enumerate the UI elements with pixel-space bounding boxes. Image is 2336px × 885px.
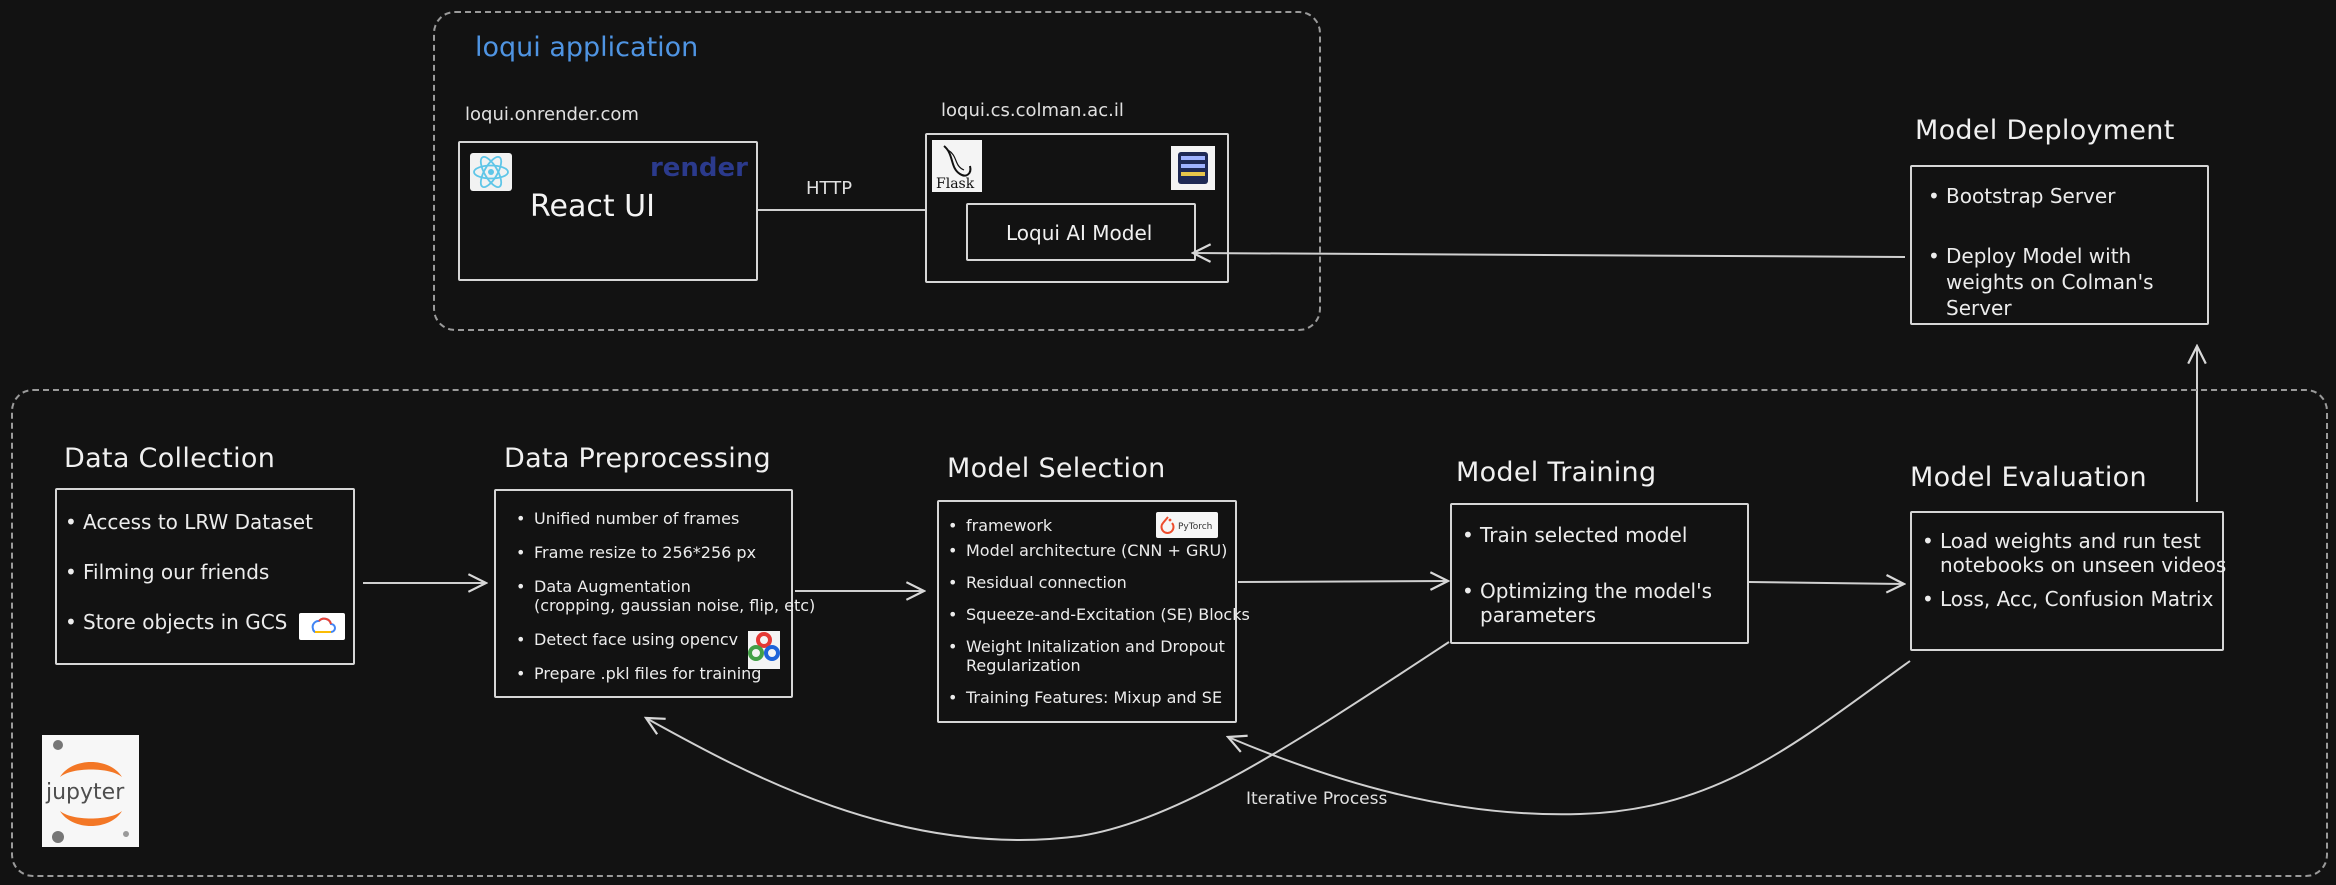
frontend-host: loqui.onrender.com — [465, 104, 639, 125]
data-collection-item: Filming our friends — [65, 560, 313, 584]
preprocessing-item: Unified number of frames — [516, 509, 815, 528]
data-collection-item: Store objects in GCS — [65, 610, 313, 634]
pytorch-icon: PyTorch — [1156, 512, 1218, 538]
preprocessing-item: Data Augmentation (cropping, gaussian no… — [516, 577, 815, 615]
server-icon — [1171, 146, 1215, 190]
deployment-box: Bootstrap Server Deploy Model with weigh… — [1910, 165, 2209, 325]
selection-item: Weight Initalization and Dropout Regular… — [948, 637, 1250, 675]
preprocessing-item: Frame resize to 256*256 px — [516, 543, 815, 562]
evaluation-item: Loss, Acc, Confusion Matrix — [1922, 587, 2226, 611]
data-collection-box: Access to LRW Dataset Filming our friend… — [55, 488, 355, 665]
model-training-title: Model Training — [1456, 457, 1657, 488]
http-label: HTTP — [806, 178, 853, 199]
data-collection-item: Access to LRW Dataset — [65, 510, 313, 534]
evaluation-item: Load weights and run test notebooks on u… — [1922, 529, 2226, 577]
training-item: Train selected model — [1462, 523, 1712, 547]
app-region — [433, 11, 1321, 331]
iterative-process-label: Iterative Process — [1246, 789, 1388, 809]
pipeline-region — [11, 389, 2328, 877]
backend-host: loqui.cs.colman.ac.il — [941, 100, 1124, 121]
data-preprocessing-box: Unified number of frames Frame resize to… — [494, 489, 815, 698]
backend-server-box: Flask Loqui AI Model — [925, 133, 1229, 283]
render-brand-logo: render — [649, 153, 748, 183]
model-evaluation-title: Model Evaluation — [1910, 462, 2147, 493]
react-ui-label: React UI — [530, 189, 655, 224]
opencv-icon — [748, 631, 780, 669]
gcs-icon — [299, 613, 345, 640]
training-item: Optimizing the model's parameters — [1462, 579, 1712, 627]
selection-item: Residual connection — [948, 573, 1250, 592]
loqui-model-box: Loqui AI Model — [966, 203, 1196, 261]
react-icon — [470, 153, 512, 191]
preprocessing-item: Prepare .pkl files for training — [516, 664, 815, 683]
selection-item: framework — [948, 516, 1250, 535]
preprocessing-item: Detect face using opencv — [516, 630, 815, 649]
flask-icon: Flask — [932, 140, 982, 192]
model-evaluation-box: Load weights and run test notebooks on u… — [1910, 511, 2226, 651]
model-selection-title: Model Selection — [947, 453, 1166, 484]
jupyter-icon: jupyter — [42, 735, 139, 847]
loqui-model-label: Loqui AI Model — [1006, 221, 1153, 245]
react-ui-box: render React UI — [458, 141, 758, 281]
selection-item: Squeeze-and-Excitation (SE) Blocks — [948, 605, 1250, 624]
app-region-title: loqui application — [475, 32, 699, 63]
data-collection-title: Data Collection — [64, 443, 276, 474]
data-preprocessing-title: Data Preprocessing — [504, 443, 771, 474]
model-training-box: Train selected model Optimizing the mode… — [1450, 503, 1749, 644]
deployment-item: Deploy Model with weights on Colman's Se… — [1928, 243, 2206, 321]
selection-item: Model architecture (CNN + GRU) — [948, 541, 1250, 560]
svg-text:Flask: Flask — [936, 176, 975, 192]
selection-item: Training Features: Mixup and SE — [948, 688, 1250, 707]
svg-text:PyTorch: PyTorch — [1178, 522, 1212, 532]
model-selection-box: framework Model architecture (CNN + GRU)… — [937, 500, 1250, 723]
svg-text:jupyter: jupyter — [45, 780, 125, 805]
deployment-title: Model Deployment — [1915, 115, 2175, 146]
deployment-item: Bootstrap Server — [1928, 183, 2206, 209]
